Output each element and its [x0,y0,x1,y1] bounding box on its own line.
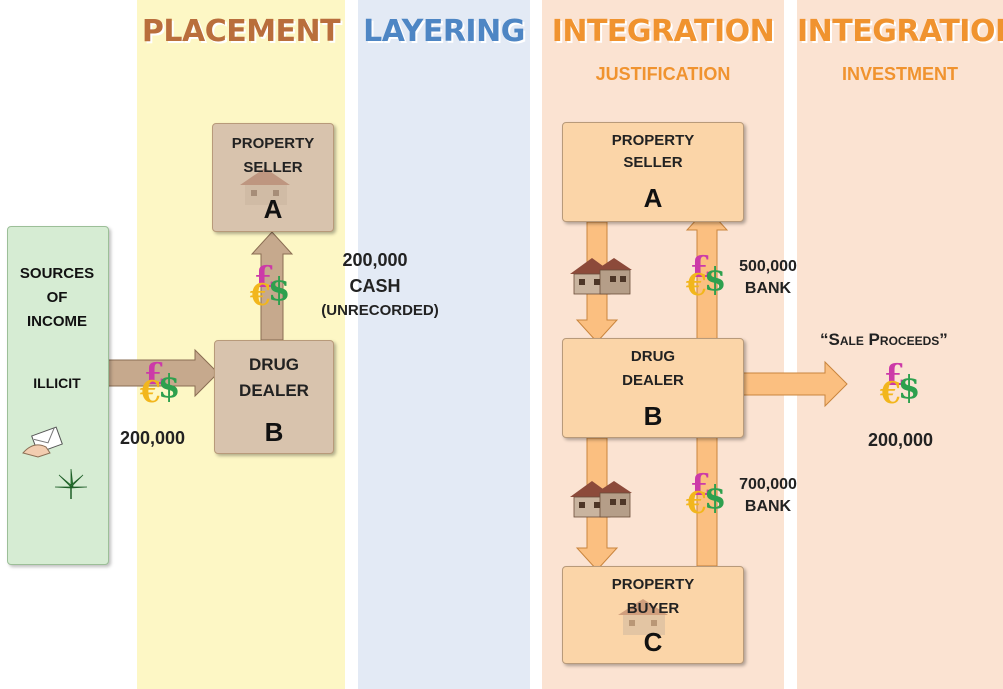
j-buyer-label-line2: BUYER [626,600,680,617]
justification-drug-dealer-box: DRUG DEALER B [562,338,744,438]
cash-unrecorded-note: (UNRECORDED) [321,302,439,319]
currency-icon: £€$ [880,358,921,411]
layering-title: LAYERING [363,14,525,49]
seller-label-line2: SELLER [243,159,303,176]
currency-icon: £€$ [250,260,291,313]
arrow-sources-to-dealer [107,348,219,398]
j-buyer-label-line1: PROPERTY [611,576,695,593]
house-icon [570,258,632,295]
j-dealer-label-line2: DEALER [622,372,684,389]
placement-in-amount: 200,000 [120,428,186,448]
sources-label: SOURCES OF INCOME [19,265,95,330]
justification-property-buyer-box: PROPERTY BUYER C [562,566,744,664]
hand-envelope-icon [22,426,63,458]
j-seller-letter: A [643,183,663,213]
placement-drug-dealer-box: DRUG DEALER B [214,340,334,454]
justification-subtitle: JUSTIFICATION [595,64,731,84]
placement-title: PLACEMENT [141,14,341,49]
cannabis-leaf-icon [54,468,88,499]
house-icon [570,481,632,518]
j-seller-label-line2: SELLER [623,154,683,171]
cash-amount: 200,000 [342,250,408,270]
cash-label: CASH [349,276,401,296]
j-dealer-letter: B [643,401,663,431]
dealer-label-line1: DRUG [248,355,300,374]
currency-icon: £€$ [686,250,727,303]
bank-2-label: BANK [744,498,792,515]
integration-title-investment: INTEGRATION [797,14,1003,49]
illicit-label: ILLICIT [33,375,81,391]
seller-letter: A [263,194,283,224]
sale-proceeds-label: “Sale Proceeds” [820,330,948,349]
currency-icon: £€$ [686,468,727,521]
dealer-label-line2: DEALER [239,381,309,400]
investment-subtitle: INVESTMENT [841,64,958,84]
integration-title-justification: INTEGRATION [551,14,775,49]
currency-icon: £€$ [140,357,181,410]
bank-1-label: BANK [744,280,792,297]
seller-label-line1: PROPERTY [231,135,315,152]
sources-of-income-box [7,226,109,565]
j-dealer-label-line1: DRUG [630,348,676,365]
integration-investment-column [797,0,1003,689]
arrow-dealer-to-seller [250,231,294,341]
dealer-letter: B [264,417,284,447]
house-icon [240,168,290,205]
justification-property-seller-box: PROPERTY SELLER A [562,122,744,222]
layering-column [358,0,530,689]
investment-amount: 200,000 [868,430,934,450]
j-buyer-letter: C [643,627,663,657]
j-seller-label-line1: PROPERTY [611,132,695,149]
house-icon [618,599,668,635]
placement-property-seller-box: PROPERTY SELLER A [212,123,334,232]
bank-1-amount: 500,000 [739,258,797,275]
bank-2-amount: 700,000 [739,476,797,493]
